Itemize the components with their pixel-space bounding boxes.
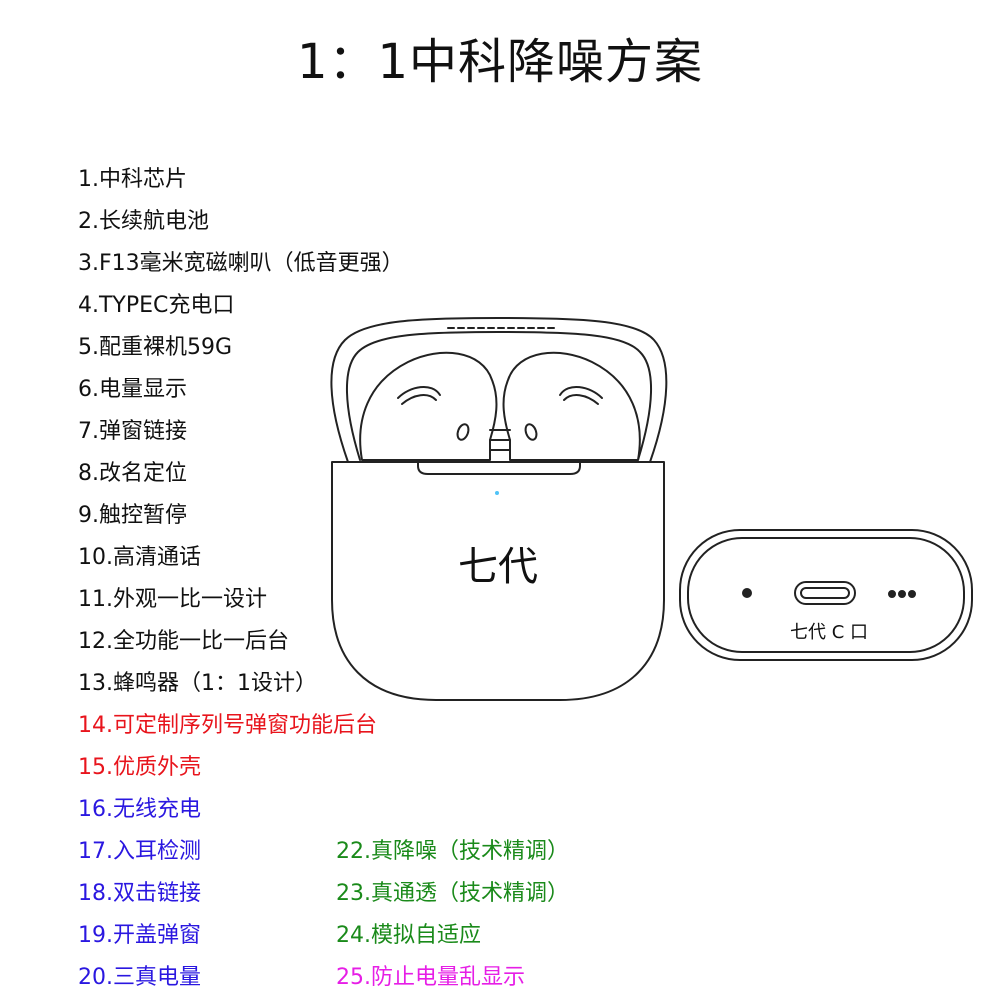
feature-item: 13.蜂鸣器（1：1设计） bbox=[78, 671, 317, 696]
port-label: 七代 C 口 bbox=[790, 622, 869, 643]
case-label: 七代 bbox=[458, 544, 538, 590]
page-title: 1：1中科降噪方案 bbox=[296, 34, 704, 90]
feature-item: 10.高清通话 bbox=[78, 545, 201, 570]
feature-item: 25.防止电量乱显示 bbox=[336, 965, 525, 990]
feature-item: 2.长续航电池 bbox=[78, 209, 209, 234]
left-earbud bbox=[359, 351, 498, 461]
case-lid-inner bbox=[345, 331, 653, 461]
feature-item: 9.触控暂停 bbox=[78, 503, 187, 528]
right-earbud bbox=[502, 351, 641, 461]
feature-item: 15.优质外壳 bbox=[78, 755, 201, 780]
feature-item: 22.真降噪（技术精调） bbox=[336, 839, 569, 864]
feature-item: 1.中科芯片 bbox=[78, 167, 187, 192]
feature-item: 12.全功能一比一后台 bbox=[78, 629, 289, 654]
feature-item: 3.F13毫米宽磁喇叭（低音更强） bbox=[78, 251, 404, 276]
feature-item: 23.真通透（技术精调） bbox=[336, 881, 569, 906]
case-bottom-view bbox=[679, 529, 973, 661]
feature-item: 16.无线充电 bbox=[78, 797, 201, 822]
feature-item: 18.双击链接 bbox=[78, 881, 201, 906]
feature-item: 14.可定制序列号弹窗功能后台 bbox=[78, 713, 377, 738]
feature-item: 6.电量显示 bbox=[78, 377, 187, 402]
usb-c-port-icon bbox=[794, 581, 856, 605]
feature-item: 17.入耳检测 bbox=[78, 839, 201, 864]
feature-item: 11.外观一比一设计 bbox=[78, 587, 267, 612]
feature-item: 24.模拟自适应 bbox=[336, 923, 481, 948]
feature-item: 8.改名定位 bbox=[78, 461, 187, 486]
case-lid-outer bbox=[330, 317, 668, 463]
feature-item: 19.开盖弹窗 bbox=[78, 923, 201, 948]
case-body bbox=[331, 461, 665, 701]
feature-item: 5.配重裸机59G bbox=[78, 335, 233, 360]
feature-item: 7.弹窗链接 bbox=[78, 419, 187, 444]
feature-item: 20.三真电量 bbox=[78, 965, 201, 990]
feature-item: 4.TYPEC充电口 bbox=[78, 293, 235, 318]
